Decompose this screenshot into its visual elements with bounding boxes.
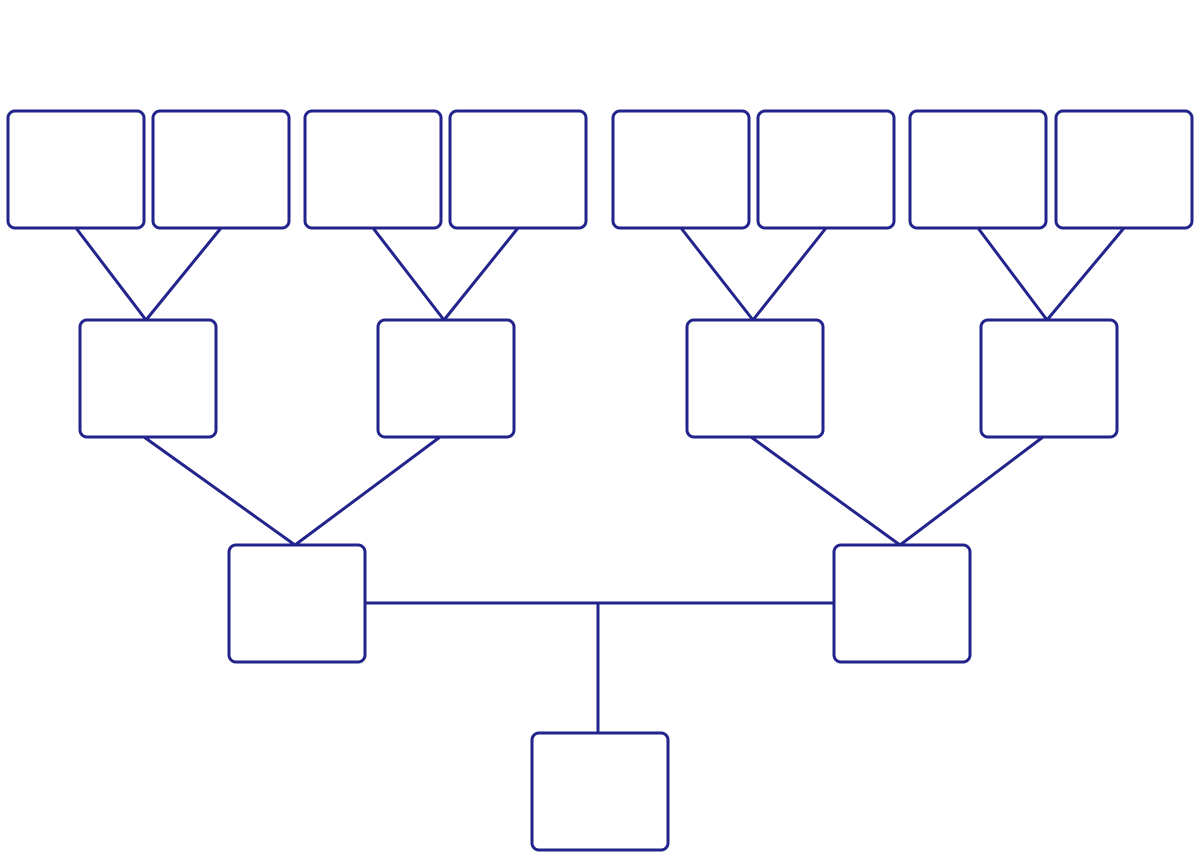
box-outline [685, 318, 825, 439]
great-grandparent-box [908, 109, 1048, 230]
connector-line [293, 435, 442, 547]
parent-box [227, 543, 367, 664]
box-outline [530, 731, 670, 852]
box-outline [448, 109, 588, 230]
box-outline [151, 109, 291, 230]
great-grandparent-box [151, 109, 291, 230]
box-outline [6, 109, 146, 230]
box-outline [832, 543, 972, 664]
grandparent-box [685, 318, 825, 439]
great-grandparent-box [756, 109, 896, 230]
great-grandparent-box [611, 109, 751, 230]
connector-line [74, 226, 148, 322]
grandparent-box [78, 318, 218, 439]
box-outline [908, 109, 1048, 230]
connector-line [749, 435, 902, 547]
parent-box [832, 543, 972, 664]
connector-line [751, 226, 828, 322]
box-outline [376, 318, 516, 439]
box-outline [227, 543, 367, 664]
box-outline [303, 109, 443, 230]
box-outline [78, 318, 218, 439]
connector-line [142, 435, 297, 547]
great-grandparent-box [1054, 109, 1194, 230]
box-outline [611, 109, 751, 230]
box-outline [756, 109, 896, 230]
box-outline [1054, 109, 1194, 230]
grandparent-box [376, 318, 516, 439]
connector-line [976, 226, 1049, 322]
connector-line [442, 226, 520, 322]
connector-line [679, 226, 755, 322]
connector-line [144, 226, 223, 322]
tree-connectors [74, 226, 1126, 735]
great-grandparent-box [303, 109, 443, 230]
connector-line [1045, 226, 1126, 322]
connector-line [371, 226, 446, 322]
self-box [530, 731, 670, 852]
grandparent-box [979, 318, 1119, 439]
connector-line [898, 435, 1045, 547]
tree-boxes [6, 109, 1194, 852]
great-grandparent-box [448, 109, 588, 230]
great-grandparent-box [6, 109, 146, 230]
box-outline [979, 318, 1119, 439]
